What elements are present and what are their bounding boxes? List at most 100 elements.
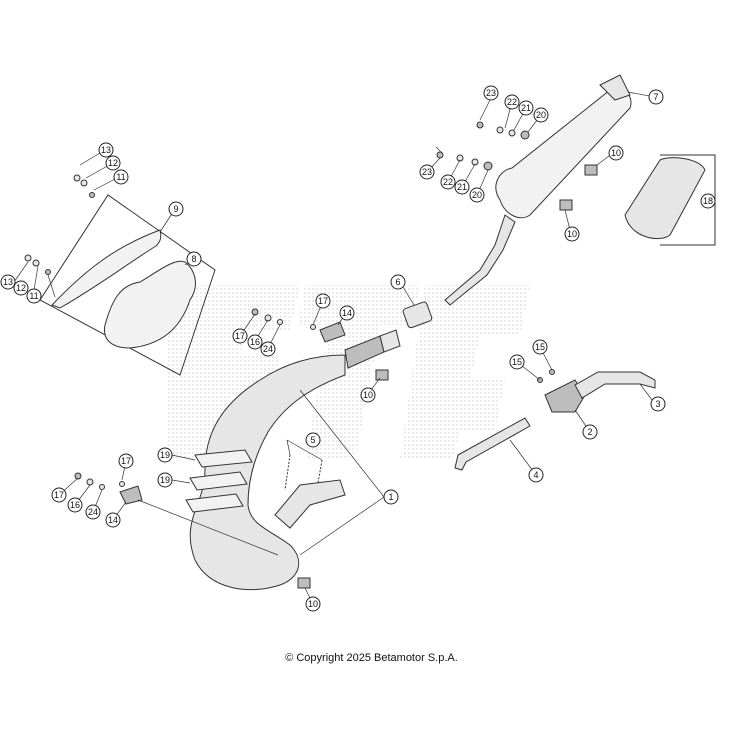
- gaskets: [185, 449, 253, 513]
- callout-21a: 21: [518, 100, 534, 116]
- callout-label: 17: [318, 296, 328, 306]
- callout-label: 1: [388, 492, 393, 502]
- callout-label: 22: [507, 97, 517, 107]
- callout-11b: 11: [26, 288, 42, 304]
- callout-15b: 15: [532, 339, 548, 355]
- callout-24a: 24: [260, 341, 276, 357]
- callout-label: 24: [263, 344, 273, 354]
- callout-8: 8: [186, 251, 202, 267]
- callout-label: 8: [191, 254, 196, 264]
- callout-20b: 20: [469, 187, 485, 203]
- callout-10a: 10: [608, 145, 624, 161]
- callout-label: 9: [173, 204, 178, 214]
- callout-20a: 20: [533, 107, 549, 123]
- callout-label: 23: [486, 88, 496, 98]
- rubber-mounts: [297, 164, 598, 589]
- callout-label: 15: [512, 357, 522, 367]
- manifold-bracket: [544, 379, 586, 413]
- callout-5: 5: [305, 432, 321, 448]
- callout-14a: 14: [339, 305, 355, 321]
- callout-16b: 16: [67, 497, 83, 513]
- callout-13b: 13: [0, 274, 16, 290]
- callout-label: 7: [653, 92, 658, 102]
- callout-label: 18: [703, 196, 713, 206]
- shield-fasteners: [24, 174, 95, 275]
- callout-17d: 17: [51, 487, 67, 503]
- callout-label: 10: [611, 148, 621, 158]
- callout-18: 18: [700, 193, 716, 209]
- callout-6: 6: [390, 274, 406, 290]
- callout-label: 2: [587, 427, 592, 437]
- callout-label: 6: [395, 277, 400, 287]
- callout-label: 17: [54, 490, 64, 500]
- callout-9: 9: [168, 201, 184, 217]
- callout-label: 17: [235, 331, 245, 341]
- callout-label: 19: [160, 450, 170, 460]
- callout-10c: 10: [360, 387, 376, 403]
- callout-label: 16: [250, 337, 260, 347]
- callout-4: 4: [528, 467, 544, 483]
- hose: [454, 417, 531, 471]
- callout-label: 4: [533, 470, 538, 480]
- callout-17c: 17: [118, 453, 134, 469]
- silencer-sleeve: [624, 157, 706, 239]
- callout-label: 12: [16, 283, 26, 293]
- callout-label: 16: [70, 500, 80, 510]
- heat-shield: [51, 229, 162, 309]
- callout-label: 10: [567, 229, 577, 239]
- callout-label: 19: [160, 475, 170, 485]
- callout-label: 21: [457, 182, 467, 192]
- callout-16a: 16: [247, 334, 263, 350]
- callout-label: 17: [121, 456, 131, 466]
- callout-12a: 12: [105, 155, 121, 171]
- callout-2: 2: [582, 424, 598, 440]
- callout-label: 5: [310, 435, 315, 445]
- silencer-hardware: [436, 121, 530, 171]
- coupling-sleeve: [402, 301, 433, 329]
- callout-21b: 21: [454, 179, 470, 195]
- callout-label: 13: [3, 277, 13, 287]
- expansion-chamber: [189, 329, 401, 591]
- callout-label: 24: [88, 507, 98, 517]
- callout-label: 20: [472, 190, 482, 200]
- callout-23a: 23: [483, 85, 499, 101]
- callout-15a: 15: [509, 354, 525, 370]
- callout-24b: 24: [85, 504, 101, 520]
- callout-label: 12: [108, 158, 118, 168]
- callout-13a: 13: [98, 142, 114, 158]
- lower-mount-hardware: [74, 472, 143, 505]
- callout-7: 7: [648, 89, 664, 105]
- callout-3: 3: [650, 396, 666, 412]
- callout-label: 20: [536, 110, 546, 120]
- callout-label: 10: [363, 390, 373, 400]
- copyright-notice: © Copyright 2025 Betamotor S.p.A.: [285, 652, 458, 664]
- callout-11a: 11: [113, 169, 129, 185]
- outlet-pipe: [574, 371, 656, 399]
- callout-label: 23: [422, 167, 432, 177]
- callout-label: 11: [116, 172, 125, 182]
- watermark-logo: [165, 285, 530, 460]
- callout-12b: 12: [13, 280, 29, 296]
- bracket-screws: [537, 369, 555, 383]
- callout-label: 14: [108, 515, 118, 525]
- callout-label: 15: [535, 342, 545, 352]
- callout-19a: 19: [157, 447, 173, 463]
- callout-1: 1: [383, 489, 399, 505]
- callout-22b: 22: [440, 174, 456, 190]
- callout-label: 22: [443, 177, 453, 187]
- callout-22a: 22: [504, 94, 520, 110]
- callout-17a: 17: [315, 293, 331, 309]
- callout-label: 13: [101, 145, 111, 155]
- callout-19b: 19: [157, 472, 173, 488]
- callout-10b: 10: [564, 226, 580, 242]
- callout-14b: 14: [105, 512, 121, 528]
- callout-label: 3: [655, 399, 660, 409]
- callout-label: 10: [308, 599, 318, 609]
- callout-23b: 23: [419, 164, 435, 180]
- deflector-group-outline: [39, 194, 216, 376]
- silencer: [444, 74, 632, 306]
- cylinder-flange: [274, 479, 346, 529]
- callout-label: 14: [342, 308, 352, 318]
- callout-17b: 17: [232, 328, 248, 344]
